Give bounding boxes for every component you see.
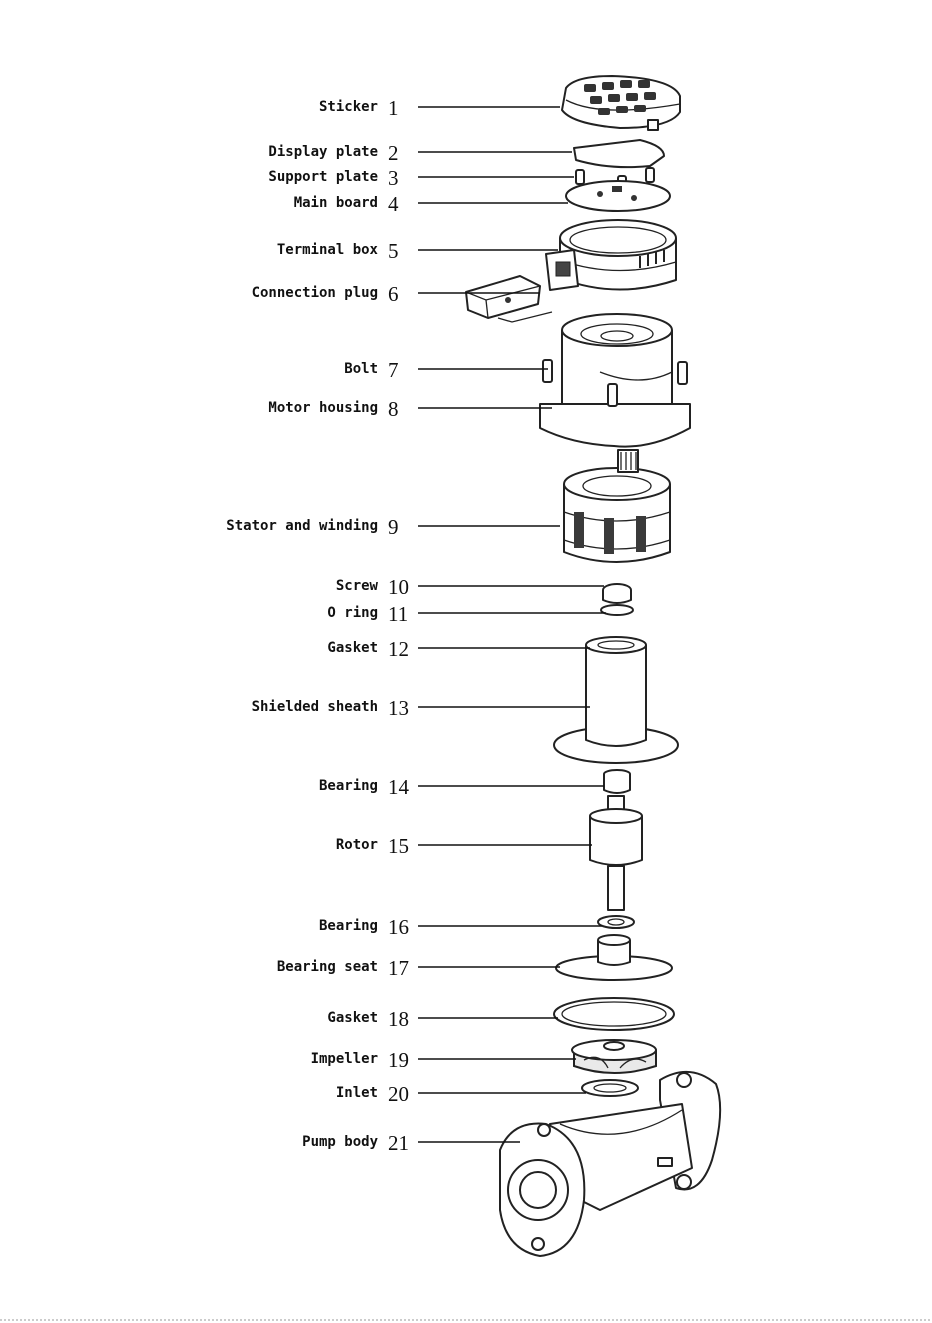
part-connection-plug-drawing: [466, 276, 552, 322]
part-label-20: Inlet: [336, 1085, 378, 1101]
part-bearing-lower-drawing: [598, 916, 634, 928]
part-label-18: Gasket: [327, 1010, 378, 1026]
part-motor-housing-drawing: [540, 314, 690, 447]
part-sticker-drawing: [562, 76, 680, 130]
part-number-16: 16: [388, 915, 409, 939]
part-label-14: Bearing: [319, 778, 378, 794]
part-number-7: 7: [388, 358, 399, 382]
part-number-1: 1: [388, 96, 399, 120]
part-number-13: 13: [388, 696, 409, 720]
part-label-21: Pump body: [302, 1134, 378, 1150]
part-label-10: Screw: [336, 578, 379, 594]
part-label-3: Support plate: [268, 169, 378, 185]
part-number-8: 8: [388, 397, 399, 421]
part-bearing-upper-drawing: [604, 770, 630, 793]
part-number-12: 12: [388, 637, 409, 661]
part-label-12: Gasket: [327, 640, 378, 656]
part-label-2: Display plate: [268, 144, 378, 160]
part-number-9: 9: [388, 515, 399, 539]
part-label-17: Bearing seat: [277, 959, 378, 975]
part-pump-body-drawing: [500, 1072, 720, 1256]
part-number-11: 11: [388, 602, 408, 626]
part-inlet-drawing: [582, 1080, 638, 1096]
part-label-9: Stator and winding: [226, 518, 378, 534]
part-screw-drawing: [603, 584, 631, 603]
part-number-15: 15: [388, 834, 409, 858]
part-label-6: Connection plug: [252, 285, 378, 301]
part-gasket-ring-drawing: [554, 998, 674, 1030]
part-label-19: Impeller: [311, 1051, 378, 1067]
part-main-board-drawing: [566, 181, 670, 211]
part-number-17: 17: [388, 956, 409, 980]
part-number-6: 6: [388, 282, 399, 306]
part-label-4: Main board: [294, 195, 378, 211]
part-rotor-drawing: [590, 796, 642, 910]
part-terminal-box-drawing: [546, 220, 676, 290]
part-stator-drawing: [564, 450, 670, 562]
part-number-10: 10: [388, 575, 409, 599]
part-number-2: 2: [388, 141, 399, 165]
part-number-20: 20: [388, 1082, 409, 1106]
part-number-14: 14: [388, 775, 410, 799]
part-label-11: O ring: [327, 605, 378, 621]
part-shielded-sheath-drawing: [554, 637, 678, 763]
part-label-13: Shielded sheath: [252, 699, 378, 715]
part-number-19: 19: [388, 1048, 409, 1072]
part-label-8: Motor housing: [268, 400, 378, 416]
part-number-18: 18: [388, 1007, 409, 1031]
part-number-21: 21: [388, 1131, 409, 1155]
part-number-3: 3: [388, 166, 399, 190]
part-bearing-seat-drawing: [556, 935, 672, 980]
part-number-4: 4: [388, 192, 399, 216]
part-impeller-drawing: [572, 1040, 656, 1073]
part-display-plate-drawing: [574, 140, 664, 167]
part-label-1: Sticker: [319, 99, 378, 115]
part-label-7: Bolt: [344, 361, 378, 377]
part-label-15: Rotor: [336, 837, 378, 853]
part-label-16: Bearing: [319, 918, 378, 934]
part-label-5: Terminal box: [277, 242, 379, 258]
part-number-5: 5: [388, 239, 399, 263]
